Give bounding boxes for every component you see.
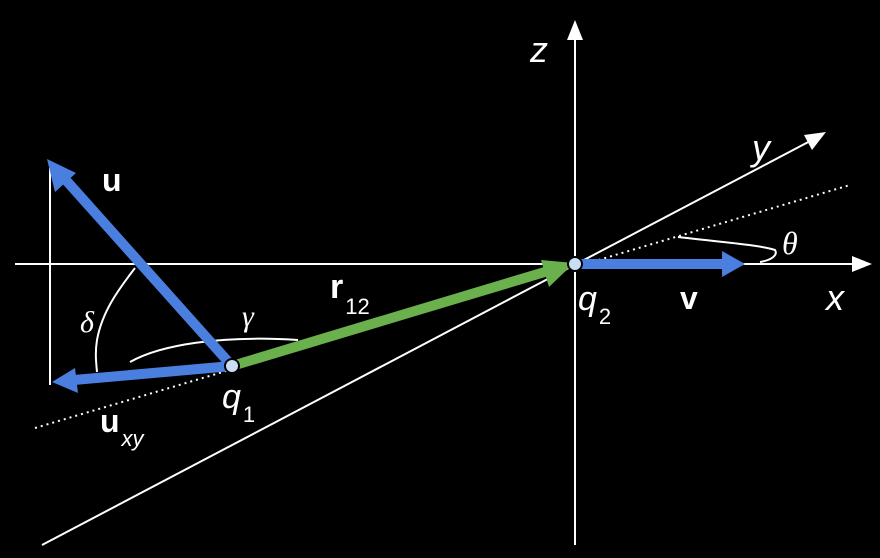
projection-dotted-line: [34, 184, 851, 429]
z-axis-arrowhead: [567, 20, 583, 40]
q2-label-main: q: [578, 280, 597, 318]
charge-q2-marker: [567, 256, 583, 272]
u-xy-vector-head: [52, 368, 78, 393]
u-label: u: [102, 162, 122, 198]
r12-label-subscript: 12: [345, 294, 369, 319]
r12-vector-shaft: [230, 266, 550, 371]
u-xy-vector-shaft: [73, 361, 233, 385]
x-axis-label: x: [824, 277, 846, 318]
u-vector-shaft: [60, 174, 236, 370]
z-axis-label: z: [529, 29, 548, 70]
r12-vector-head: [541, 260, 574, 287]
theta-arc: [677, 236, 777, 263]
q2-label: q2: [578, 280, 611, 329]
delta-arc: [94, 267, 136, 373]
charge-q1-marker: [224, 358, 240, 374]
r12-label: r12: [330, 268, 370, 319]
u-xy-label-main: u: [100, 403, 120, 439]
v-vector-head: [722, 251, 745, 277]
gamma-label: γ: [242, 300, 255, 333]
q1-label: q1: [222, 378, 255, 427]
delta-label: δ: [80, 306, 95, 339]
q1-label-main: q: [222, 378, 241, 416]
r12-label-main: r: [330, 268, 343, 306]
gamma-arc: [129, 337, 299, 363]
v-label: v: [680, 280, 698, 316]
q2-label-subscript: 2: [599, 304, 611, 329]
x-axis-arrowhead: [852, 256, 872, 272]
u-xy-label-subscript: xy: [121, 426, 146, 451]
q1-label-subscript: 1: [243, 402, 255, 427]
y-axis: [41, 138, 815, 546]
u-xy-label: uxy: [100, 403, 146, 451]
y-axis-arrowhead: [804, 132, 826, 150]
u-vector-head: [47, 159, 76, 192]
y-axis-label: y: [749, 127, 772, 168]
theta-label: θ: [782, 225, 798, 261]
